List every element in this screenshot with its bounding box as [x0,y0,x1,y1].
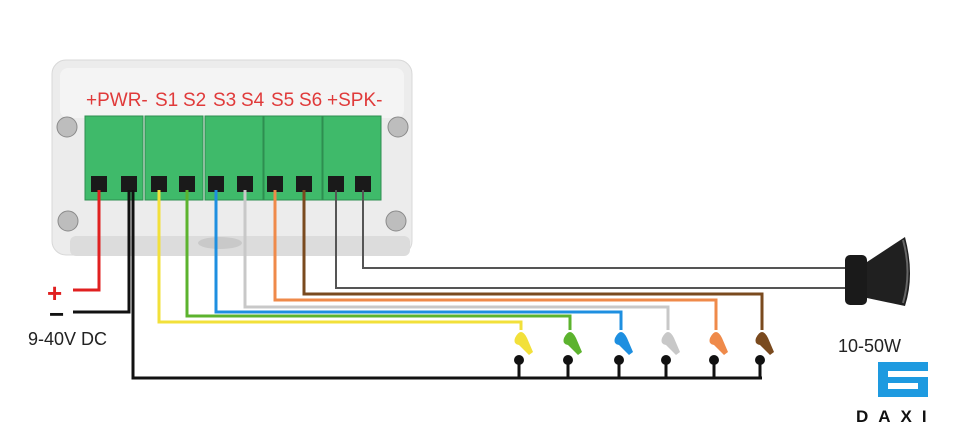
terminal-screw [208,176,224,192]
daxi-logo [878,362,928,397]
speaker-power-label: 10-50W [838,336,901,356]
mounting-screw-icons [56,116,409,232]
label-spk: +SPK- [327,90,382,111]
terminal-screw [296,176,312,192]
wire-power-minus [73,190,131,314]
terminal-screw [179,176,195,192]
terminal-screw [237,176,253,192]
wire-s6 [302,190,764,330]
label-s4: S4 [241,90,265,111]
label-s3: S3 [213,90,236,111]
wire-speaker-minus [335,190,845,289]
wire-s2 [185,190,572,330]
terminal-screw [121,176,137,192]
speaker-icon [845,237,910,306]
terminal-screw [151,176,167,192]
wire-speaker-plus [362,190,845,269]
switch-lever-icon [514,332,533,355]
terminal-screw [267,176,283,192]
switches [514,332,774,378]
label-s2: S2 [183,90,206,111]
terminal-screw [91,176,107,192]
label-s5: S5 [271,90,294,111]
label-pwr: +PWR- [86,90,148,111]
wire-power-plus [73,190,101,292]
terminal-screw [355,176,371,192]
wire-s3 [214,190,623,330]
switch-lever-icon [709,332,728,355]
power-plus-sign: + [47,278,62,308]
wire-s4 [243,190,670,330]
voltage-label: 9-40V DC [28,329,107,349]
label-s1: S1 [155,90,178,111]
power-minus-sign: − [49,299,64,329]
wire-common-ground [131,190,762,380]
terminal-screw [328,176,344,192]
label-s6: S6 [299,90,322,111]
brand-name: DAXI [856,407,937,426]
switch-lever-icon [563,332,582,355]
wires [73,190,845,380]
terminal-labels: +PWR- S1 S2 S3 S4 S5 S6 +SPK- [86,90,382,111]
terminal-blocks [84,115,382,201]
wire-s1 [157,190,523,330]
switch-lever-icon [614,332,633,355]
switch-lever-icon [755,332,774,355]
switch-lever-icon [661,332,680,355]
wire-s5 [273,190,718,330]
